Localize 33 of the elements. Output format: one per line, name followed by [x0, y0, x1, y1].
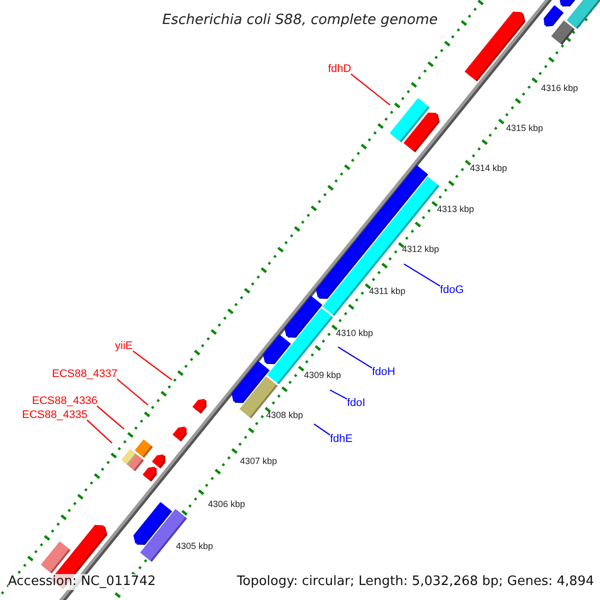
position-label: 4307 kbp [240, 456, 278, 467]
leader-line [314, 424, 330, 436]
gene-label: yiiE [115, 340, 133, 353]
leader-line [132, 350, 172, 380]
position-label: 4310 kbp [336, 328, 374, 339]
position-label: 4312 kbp [402, 244, 440, 255]
gene-label: ECS88_4336 [32, 395, 98, 408]
gene-label: fdoI [347, 397, 366, 410]
position-label: 4315 kbp [506, 123, 544, 134]
gene-label: ECS88_4337 [52, 368, 118, 381]
gene-label: fdoH [372, 366, 396, 379]
position-label: 4305 kbp [176, 541, 214, 552]
leader-line [338, 346, 372, 369]
gene-label: fdoG [440, 284, 464, 297]
position-label: 4308 kbp [266, 410, 304, 421]
position-label: 4313 kbp [437, 204, 474, 215]
map-title: Escherichia coli S88, complete genome [162, 12, 438, 28]
leader-line [350, 74, 390, 106]
leader-line [330, 389, 348, 400]
gene-label: ECS88_4335 [22, 409, 88, 422]
leader-line [96, 406, 124, 430]
leader-line [116, 378, 148, 406]
position-label: 4314 kbp [470, 163, 508, 174]
leader-line [86, 420, 112, 444]
footer-info: Topology: circular; Length: 5,032,268 bp; Genes: 4,894 [236, 574, 594, 590]
gene-label: fdhD [328, 63, 352, 76]
gene-label: fdhE [330, 433, 353, 446]
position-label: 4306 kbp [208, 499, 246, 510]
position-label: 4311 kbp [369, 286, 406, 297]
position-label: 4316 kbp [541, 83, 578, 94]
leader-line [404, 263, 440, 287]
position-label: 4309 kbp [304, 370, 342, 381]
footer-info: Accession: NC_011742 [8, 574, 156, 590]
